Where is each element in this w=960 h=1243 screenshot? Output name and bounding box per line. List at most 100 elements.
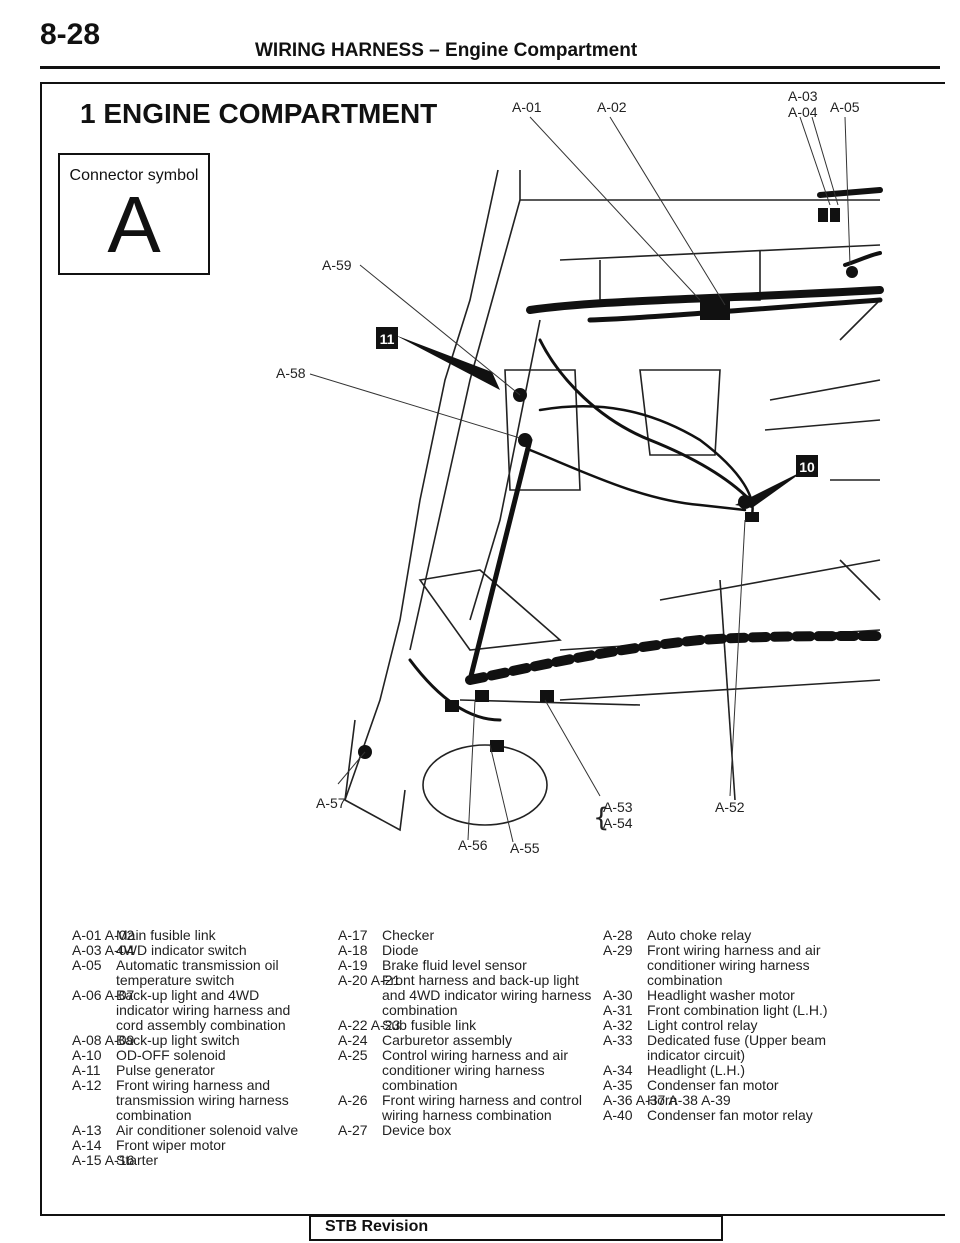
legend-code: A-08 A-09 [72,1032,135,1048]
legend-desc: Brake fluid level sensor [382,957,527,973]
legend-desc: 4WD indicator switch [116,942,247,958]
legend-desc: Front wiring harness and transmission wi… [116,1077,289,1123]
legend-code: A-26 [338,1092,368,1108]
legend-code: A-01 A-02 [72,927,135,943]
legend-code: A-24 [338,1032,368,1048]
legend-code: A-28 [603,927,633,943]
page-number: 8-28 [40,18,101,51]
callout-a59: A-59 [322,257,352,273]
legend-code: A-22 A-23 [338,1017,401,1033]
legend-desc: Front wiring harness and control wiring … [382,1092,582,1123]
legend-item: A-30 Headlight washer motor [603,988,838,1003]
legend-code: A-18 [338,942,368,958]
legend-desc: Condenser fan motor relay [647,1107,813,1123]
leader-lines [309,116,851,843]
legend-code: A-11 [72,1062,101,1078]
legend-code: A-31 [603,1002,633,1018]
legend-code: A-30 [603,987,633,1003]
callout-a04: A-04 [788,104,818,120]
callout-a02: A-02 [597,99,627,115]
legend-desc: Diode [382,942,419,958]
legend-desc: Headlight washer motor [647,987,795,1003]
marker-11-label: 11 [380,331,395,347]
legend-code: A-12 [72,1077,102,1093]
callout-a57: A-57 [316,795,346,811]
callout-a03: A-03 [788,88,818,104]
legend-code: A-05 [72,957,102,973]
legend-desc: Main fusible link [116,927,216,943]
legend-code: A-36 A-37 A-38 A-39 [603,1092,731,1108]
marker-10: 10 [796,455,818,477]
legend-desc: Air conditioner solenoid valve [116,1122,299,1138]
legend-item: A-29 Front wiring harness and air conditi… [603,943,838,988]
callout-a55: A-55 [510,840,540,856]
legend-code: A-35 [603,1077,633,1093]
header-title: WIRING HARNESS – Engine Compartment [255,40,638,61]
legend-item: A-26 Front wiring harness and control wir… [338,1093,598,1123]
footer-revision-box: STB Revision [309,1215,723,1241]
legend-code: A-10 [72,1047,102,1063]
callout-arrows [395,335,805,508]
legend-desc: Front wiper motor [116,1137,226,1153]
legend-code: A-27 [338,1122,368,1138]
legend-item: A-40 Condenser fan motor relay [603,1108,838,1123]
legend-desc: Checker [382,927,435,943]
legend-item: A-14 Front wiper motor [72,1138,310,1153]
legend-code: A-15 A-16 [72,1152,135,1168]
brace-a53-a54: { [593,803,610,833]
legend-desc: Starter [116,1152,159,1168]
legend-desc: Horn [647,1092,678,1108]
legend-desc: Headlight (L.H.) [647,1062,746,1078]
legend-desc: Dedicated fuse (Upper beam indicator cir… [647,1032,826,1063]
legend-code: A-29 [603,942,633,958]
legend-desc: Control wiring harness and air condition… [382,1047,568,1093]
callout-a01: A-01 [512,99,542,115]
legend-item: A-19 Brake fluid level sensor [338,958,598,973]
legend-code: A-20 A-21 [338,972,401,988]
legend-code: A-13 [72,1122,102,1138]
footer-revision-label: STB Revision [325,1218,429,1235]
legend-desc: Front wiring harness and air conditioner… [647,942,821,988]
legend-code: A-19 [338,957,368,973]
section-title: 1 ENGINE COMPARTMENT [80,98,438,129]
connector-symbol-letter: A [107,180,161,269]
callout-a05: A-05 [830,99,860,115]
callout-a52: A-52 [715,799,745,815]
legend-desc: Back-up light switch [116,1032,240,1048]
legend-code: A-14 [72,1137,102,1153]
connector-symbol-box: Connector symbol A [58,153,210,275]
body-panels [344,169,881,832]
legend-code: A-34 [603,1062,633,1078]
legend-desc: Carburetor assembly [382,1032,512,1048]
callout-a58: A-58 [276,365,306,381]
connector-symbol-label: Connector symbol [69,167,199,184]
legend-code: A-33 [603,1032,633,1048]
legend-item: A-31 Front combination light (L.H.) [603,1003,838,1018]
callout-a53: A-53 [603,799,633,815]
legend-code: A-40 [603,1107,633,1123]
legend-desc: Front combination light (L.H.) [647,1002,828,1018]
legend-desc: Automatic transmission oil temperature s… [116,957,279,988]
legend-item: A-33 Dedicated fuse (Upper beam indicator… [603,1033,838,1063]
callout-a54: A-54 [603,815,633,831]
legend-desc: Device box [382,1122,452,1138]
legend-desc: Back-up light and 4WD indicator wiring h… [116,987,291,1033]
header-rule [40,66,940,69]
marker-10-label: 10 [799,459,815,475]
legend-item: A-34 Headlight (L.H.) [603,1063,838,1078]
